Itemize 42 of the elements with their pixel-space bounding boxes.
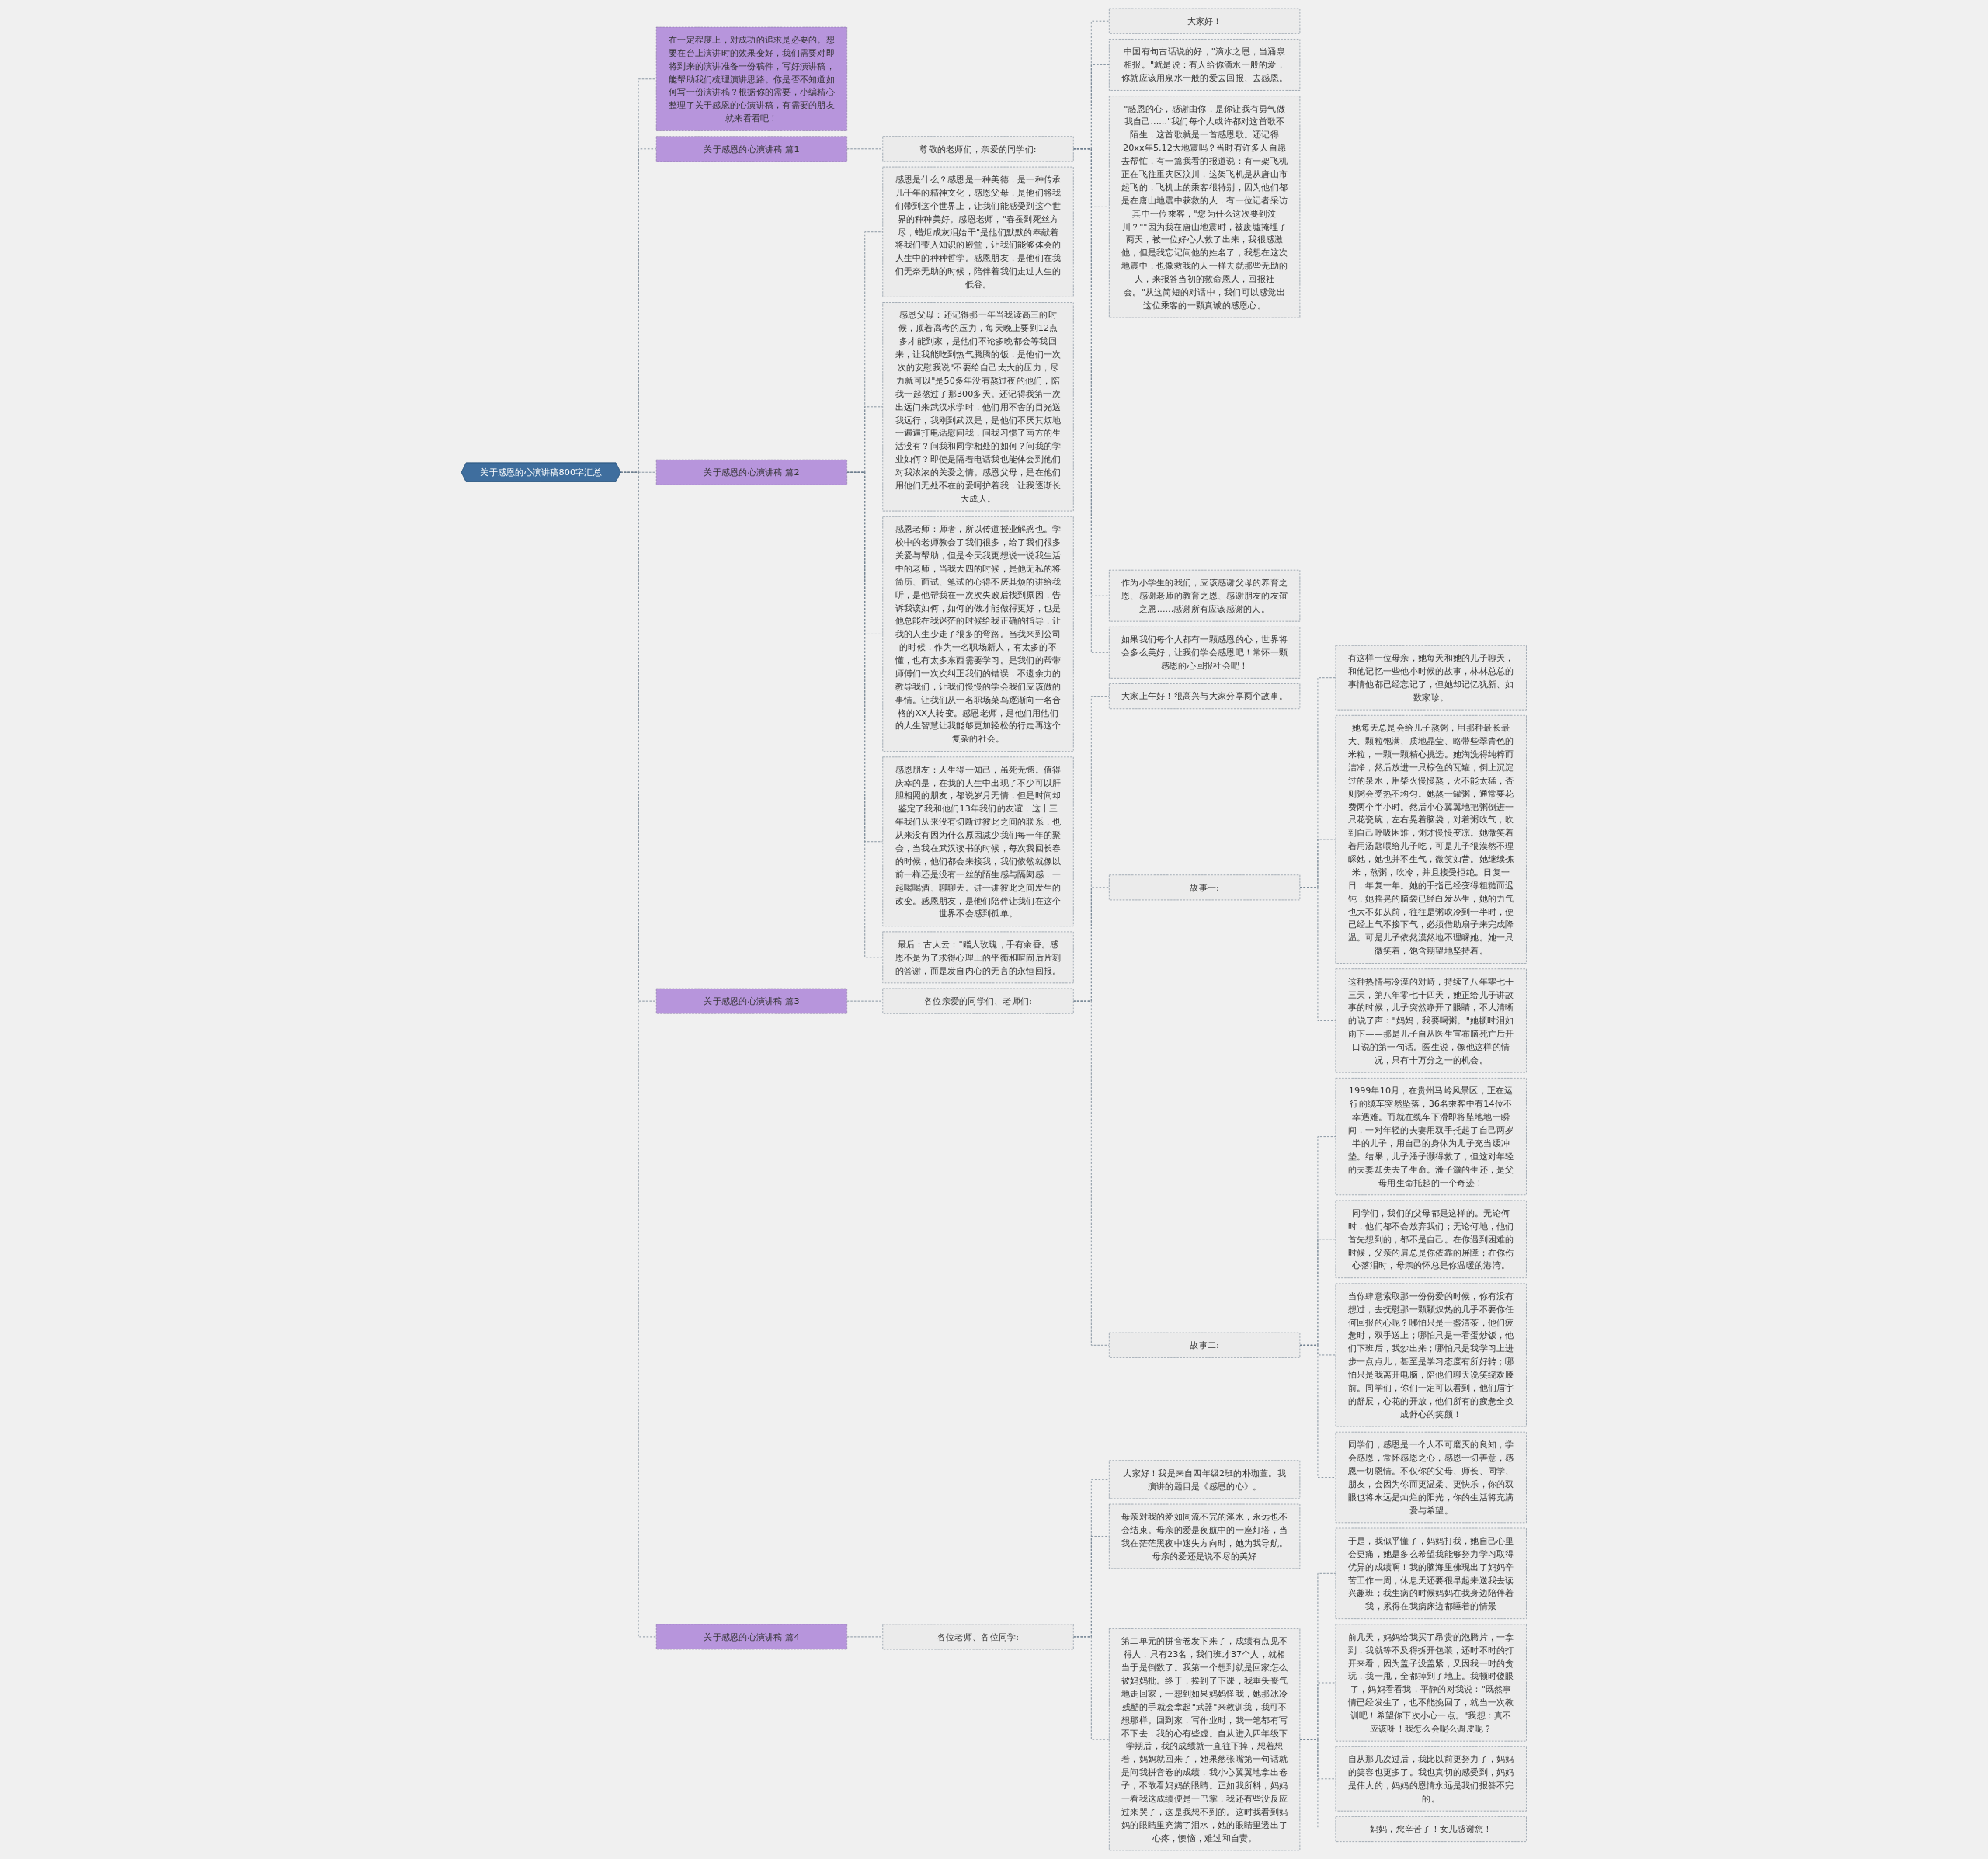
node-box: 感恩朋友：人生得一知己，虽死无憾。值得庆幸的是，在我的人生中出现了不少可以肝胆相照的朋友，都说岁月无情，但是时间却鉴定了我和他们13年我们的友谊，这十三年我们从来没有切断过彼此之间的联系，也从来没有因为什么原因减少我们每一年的聚会，当我在武汉读书的时候，每次我回长春的时候，他们都会来接我，我们依然就像以前一样还是没有一丝的陌生感与隔阂感，一起喝喝酒、聊聊天。讲一讲彼此之间发生的改变。感恩朋友，是他们陪伴让我们在这个世界不会感到孤单。	[882, 756, 1074, 926]
node-box: 关于感恩的心演讲稿 篇4	[656, 1624, 848, 1650]
connector	[846, 471, 884, 958]
node-box: 自从那几次过后，我比以前更努力了，妈妈的笑容也更多了。我也真切的感受到，妈妈是伟大的，妈妈的恩情永远是我们报答不完的。	[1335, 1746, 1527, 1812]
node-box: 1999年10月，在贵州马岭风景区，正在运行的缆车突然坠落，36名乘客中有14位不幸遇难。而就在缆车下滑即将坠地地一瞬间，一对年轻的夫妻用双手托起了自己两岁半的儿子，用自己的身体为儿子充当缓冲垫。结果，儿子潘子灏得救了，但这对年轻的夫妻却失去了生命。潘子灏的生还，是父母用生命托起的一个奇迹！	[1335, 1078, 1527, 1196]
node-box: 第二单元的拼音卷发下来了，成绩有点见不得人，只有23名，我们班才37个人，就相当于是倒数了。我第一个想到就是回家怎么被妈妈批。终于，挨到了下课，我垂头丧气地走回家，一想到如果妈妈怪我，她那冰冷残酷的手就会拿起"武器"来教训我，我可不想那样。回到家，写作业时，我一笔都有写不下去，我的心有些虚。自从进入四年级下学期后，我的成绩就一直往下掉，想着想着，妈妈就回来了，她果然张嘴第一句话就是问我拼音卷的成绩，我小心翼翼地拿出卷子，不敢看妈妈的眼睛。正如我所料，妈妈一看我这成绩便是一巴掌，我还有些没反应过来哭了，这是我想不到的。这时我看到妈妈的眼睛里充满了泪水，她的眼睛里透出了心疼，懊恼，难过和自责。	[1109, 1628, 1301, 1851]
connector	[1299, 1739, 1336, 1829]
node-box: 她每天总是会给儿子熬粥，用那种最长最大、颗粒饱满、质地晶莹、略带些翠青色的米粒，一颗一颗精心挑选。她淘洗得纯粹而洁净，然后放进一只棕色的瓦罐，倒上沉淀过的泉水，用柴火慢慢熬，火不能太猛，否则粥会受热不均匀。她熬一罐粥，通常要花费两个半小时。然后小心翼翼地把粥倒进一只花瓷碗，左右晃着脑袋，对着粥吹气，吹到自己呼吸困难，粥才慢慢变凉。她微笑着着用汤匙喂给儿子吃，可是儿子很漠然不理睬她，她也并不生气，微笑如昔。她继续拣米，熬粥，吹冷，并且接受拒绝。日复一日，年复一年。她的手指已经变得粗糙而迟钝，她摇晃的脑袋已经白发丛生，她的力气也大不如从前，往往是粥吹冷到一半时，便已经上气不接下气，必须借助扇子来完成降温。可是儿子依然漠然地不理睬她。她一只微笑着，饱含期望地坚持着。	[1335, 715, 1527, 964]
node-box: 故事一:	[1109, 874, 1301, 901]
node-box: 关于感恩的心演讲稿 篇2	[656, 459, 848, 485]
node-box: 关于感恩的心演讲稿 篇3	[656, 988, 848, 1014]
node-box: 母亲对我的爱如同流不完的溪水，永远也不会结束。母亲的爱是夜航中的一座灯塔，当我在茫茫黑夜中迷失方向时，她为我导航。母亲的爱还是说不尽的美好	[1109, 1503, 1301, 1569]
node-box: 当你肆意索取那一份份爱的时候，你有没有想过，去抚慰那一颗颗炽热的几乎不要你任何回报的心呢？哪怕只是一盏清茶，他们疲惫时，双手送上；哪怕只是一看蛋炒饭，他们下班后，我炒出来；哪怕只是我学习上进步一点点儿，甚至是学习态度有所好转；哪怕只是我离开电脑，陪他们聊天说笑绕欢膝前。同学们，你们一定可以看到，他们眉宇的舒展，心花的开放，他们所有的疲惫全换成舒心的笑颜！	[1335, 1283, 1527, 1427]
connector	[1073, 1636, 1110, 1740]
node-box: 妈妈，您辛苦了！女儿感谢您！	[1335, 1816, 1527, 1842]
node-box: 于是，我似乎懂了，妈妈打我，她自己心里会更痛，她是多么希望我能够努力学习取得优异的成绩啊！我的脑海里佛现出了妈妈辛苦工作一周，休息天还要很早起来送我去读兴趣班；我生病的时候妈妈在我身边陪伴着我，累得在我病床边都睡着的情景	[1335, 1527, 1527, 1619]
node-box: 感恩是什么？感恩是一种美德，是一种传承几千年的精神文化，感恩父母，是他们将我们带到这个世界上，让我们能感受到这个世界的种种美好。感恩老师，"春蚕到死丝方尽，蜡炬成灰泪始干"是他们默默的奉献着将我们带入知识的殿堂，让我们能够体会的人生中的种种哲学。感恩朋友，是他们在我们无奈无助的时候，陪伴着我们走过人生的低谷。	[882, 166, 1074, 297]
node-box: 如果我们每个人都有一颗感恩的心，世界将会多么美好，让我们学会感恩吧！常怀一颗感恩的心回报社会吧！	[1109, 627, 1301, 679]
node-box: 同学们，感恩是一个人不可磨灭的良知，学会感恩，常怀感恩之心，感恩一切善意，感恩一切恩情。不仅你的父母、师长、同学、朋友，会因为你而更温柔、更快乐，你的双眼也将永远是灿烂的阳光，你的生活将充满爱与希望。	[1335, 1431, 1527, 1524]
node-box: 感恩老师：师者，所以传道授业解惑也。学校中的老师教会了我们很多，给了我们很多关爱与帮助，但是今天我更想说一说我生活中的老师，当我大四的时候，是他无私的将简历、面试、笔试的心得不厌其烦的讲给我听，是他帮我在一次次失败后找到原因，告诉我该如何，如何的做才能做得更好，也是他总能在我迷茫的时候给我正确的指导，让我的人生少走了很多的弯路。当我来到公司的时候，作为一名职场新人，有太多的不懂，也有太多东西需要学习。是我们的帮带师傅们一次次纠正我们的错误，不遗余力的教导我们，让我们慢慢的学会我们应该做的事情。让我们从一名职场菜鸟逐渐向一名合格的XX人转变。感恩老师，是他们用他们的人生智慧让我能够更加轻松的行走再这个复杂的社会。	[882, 516, 1074, 752]
node-box: 各位亲爱的同学们、老师们:	[882, 988, 1074, 1014]
node-box: 大家好！我是来自四年级2班的朴珈萱。我演讲的题目是《感恩的心》。	[1109, 1460, 1301, 1499]
node-box: 故事二:	[1109, 1332, 1301, 1358]
node-box: 在一定程度上，对成功的追求是必要的。想要在台上演讲时的效果变好，我们需要对即将到来的演讲准备一份稿件，写好演讲稿，能帮助我们梳理演讲思路。你是否不知道如何写一份演讲稿？根据你的需要，小编精心整理了关于感恩的心演讲稿，有需要的朋友就来看看吧！	[656, 26, 848, 131]
node-box: 最后：古人云："赠人玫瑰，手有余香。感恩不是为了求得心理上的平衡和喧闹后片刻的答谢，而是发自内心的无言的永恒回报。	[882, 931, 1074, 984]
connector	[1299, 1344, 1336, 1478]
connector	[1073, 1000, 1110, 1346]
node-box: 中国有句古话说的好，"滴水之恩，当涌泉相报。"就是说：有人给你滴水一般的爱，你就应该用泉水一般的爱去回报、去感恩。	[1109, 39, 1301, 91]
node-box: 尊敬的老师们，亲爱的同学们:	[882, 136, 1074, 162]
node-box: 大家上午好！很高兴与大家分享两个故事。	[1109, 683, 1301, 709]
node-box: 各位老师、各位同学:	[882, 1624, 1074, 1650]
node-box: 作为小学生的我们，应该感谢父母的养育之恩、感谢老师的教育之恩、感谢朋友的友谊之恩......感谢所有应该感谢的人。	[1109, 569, 1301, 622]
node-box: 有这样一位母亲，她每天和她的儿子聊天，和他记忆一些他小时候的故事，林林总总的事情他都已经忘记了，但她却记忆犹新、如数家珍。	[1335, 645, 1527, 711]
connector	[1299, 887, 1336, 1021]
node-box: 关于感恩的心演讲稿 篇1	[656, 136, 848, 162]
node-box: "感恩的心，感谢由你，是你让我有勇气做我自己......"我们每个人或许都对这首歌不陌生，这首歌就是一首感恩歌。还记得20xx年5.12大地震吗？当时有许多人自愿去帮忙，有一篇我看的报道说：有一架飞机正在飞往重灾区汶川，这架飞机是从唐山市起飞的，飞机上的乘客很特别，因为他们都是在唐山地震中获救的人，有一位记者采访其中一位乘客，"您为什么这次要到汶川？""因为我在唐山地震时，被废墟掩埋了两天，被一位好心人救了出来，我很感激他，但是我忘记问他的姓名了，我想在这次地震中，也像救我的人一样去就那些无助的人，来报答当初的救命恩人，回报社会。"从这简短的对话中，我们可以感觉出这位乘客的一颗真诚的感恩心。	[1109, 96, 1301, 318]
node-box: 前几天，妈妈给我买了昂贵的泡腾片，一拿到，我就等不及得拆开包装，还时不时的打开来看，因为盖子没盖紧，又因我一时的贪玩，我一甩，全都掉到了地上。我顿时傻眼了，妈妈看看我，平静的对我说："既然事情已经发生了，也不能挽回了，就当一次教训吧！希望你下次小心一点。"我想：真不应该呀！我怎么会呢么调皮呢？	[1335, 1624, 1527, 1742]
connector	[620, 471, 657, 1638]
node-box: 感恩父母：还记得那一年当我读高三的时候，顶着高考的压力，每天晚上要到12点多才能到家，是他们不论多晚都会等我回来，让我能吃到热气腾腾的饭，是他们一次次的安慰我说"不要给自己太大的压力，尽力就可以"是50多年没有熬过夜的他们，陪我一起熬过了那300多天。还记得我第一次出远门来武汉求学时，他们用不舍的目光送我远行，我刚到武汉是，是他们不厌其烦地一遍遍打电话慰问我，问我习惯了南方的生活没有？问我和同学相处的如何？问我的学业如何？即使是隔着电话我也能体会到他们对我浓浓的关爱之情。感恩父母，是在他们用他们无处不在的爱呵护着我，让我逐渐长大成人。	[882, 302, 1074, 512]
node-box: 这种热情与冷漠的对峙，持续了八年零七十三天，第八年零七十四天，她正给儿子讲故事的时候，儿子突然睁开了眼睛，不大清晰的说了声："妈妈，我要喝粥。"她顿时泪如雨下——那是儿子自从医生宣布脑死亡后开口说的第一句话。医生说，像他这样的情况，只有十万分之一的机会。	[1335, 968, 1527, 1073]
node-box: 同学们，我们的父母都是这样的。无论何时，他们都不会放弃我们；无论何地，他们首先想到的，都不是自己。在你遇到困难的时候，父亲的肩总是你依靠的屏障；在你伤心落泪时，母亲的怀总是你温暖的港湾。	[1335, 1200, 1527, 1278]
node-box: 大家好！	[1109, 8, 1301, 34]
